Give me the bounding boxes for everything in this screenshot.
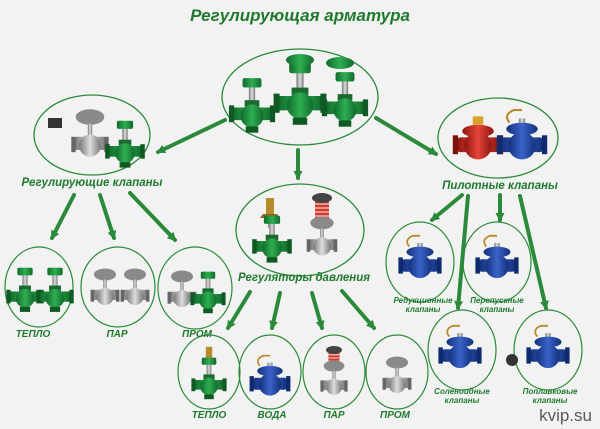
pilot-valves-image [452, 109, 549, 161]
leaf-label-solenoid-line2: клапаны [445, 396, 480, 405]
leaf-label-pr-heat: ТЕПЛО [192, 410, 227, 421]
arrow-root-to-regulating [156, 118, 227, 154]
rv-industrial-valve-image [167, 270, 226, 314]
arrow-rv-heat [50, 193, 76, 240]
leaf-label-pr-steam: ПАР [323, 410, 344, 421]
leaf-label-pr-water: ВОДА [257, 410, 286, 421]
arrow-pilot-float [518, 194, 549, 310]
leaf-ellipse-rv-industrial [157, 246, 233, 330]
leaf-ellipse-rv-steam [80, 246, 156, 328]
root-ellipse [221, 48, 379, 146]
rv-steam-valve-image [90, 268, 150, 306]
arrow-pr-heat [226, 290, 252, 330]
leaf-label-bypass-line2: клапаны [480, 305, 515, 314]
arrow-pilot-solenoid [454, 194, 470, 310]
arrow-pr-water [269, 291, 282, 330]
solenoid-valve-image [437, 324, 483, 370]
leaf-label-float-line1: Поплавковые [523, 387, 578, 396]
leaf-ellipse-pr-steam [302, 334, 366, 410]
leaf-label-bypass-line1: Перепускные [470, 296, 524, 305]
page-title: Регулирующая арматура [190, 6, 410, 25]
leaf-label-pr-industrial: ПРОМ [380, 410, 411, 421]
leaf-ellipse-rv-heat [4, 246, 74, 328]
root-valves-image [228, 54, 369, 133]
leaf-ellipse-pr-industrial [365, 334, 429, 410]
regulating-valves-ellipse [33, 94, 151, 176]
pressure-regulators-image [252, 192, 338, 263]
rv-heat-valve-image [6, 267, 74, 312]
leaf-label-reduction-line1: Редукционные [393, 296, 453, 305]
arrow-root-to-pilot [374, 116, 438, 156]
regulating-valves-image [48, 109, 145, 168]
leaf-ellipse-reduction [385, 221, 455, 303]
arrow-rv-industrial [128, 191, 177, 242]
leaf-ellipse-pr-heat [177, 334, 241, 410]
category-label-pilot-valves: Пилотные клапаны [442, 180, 558, 192]
arrow-pr-steam [310, 291, 325, 330]
float-valve-image [506, 324, 571, 370]
pr-water-valve-image [248, 354, 292, 397]
arrow-pilot-reduction [430, 193, 464, 222]
pilot-valves-ellipse [437, 97, 559, 179]
pr-heat-valve-image [191, 346, 227, 400]
category-label-pressure-regulators: Регуляторы давления [238, 272, 370, 284]
arrow-pr-industrial [340, 289, 376, 330]
arrow-rv-steam [98, 193, 117, 240]
bypass-valve-image [474, 234, 520, 280]
leaf-label-rv-industrial: ПРОМ [182, 329, 213, 340]
category-label-regulating-valves: Регулирующие клапаны [22, 177, 163, 189]
leaf-ellipse-float [513, 309, 583, 391]
leaf-label-rv-steam: ПАР [106, 329, 127, 340]
leaf-label-float-line2: клапаны [533, 396, 568, 405]
leaf-label-solenoid-line1: Соленоидные [434, 387, 490, 396]
leaf-ellipse-solenoid [427, 309, 497, 391]
watermark-text: kvip.su [539, 406, 592, 425]
leaf-ellipse-pr-water [238, 334, 302, 410]
pressure-regulators-ellipse [235, 183, 365, 277]
pr-steam-valve-image [320, 345, 348, 395]
leaf-label-rv-heat: ТЕПЛО [16, 329, 51, 340]
reduction-valve-image [397, 234, 443, 280]
pr-industrial-valve-image [382, 356, 412, 394]
leaf-label-reduction-line2: клапаны [406, 305, 441, 314]
